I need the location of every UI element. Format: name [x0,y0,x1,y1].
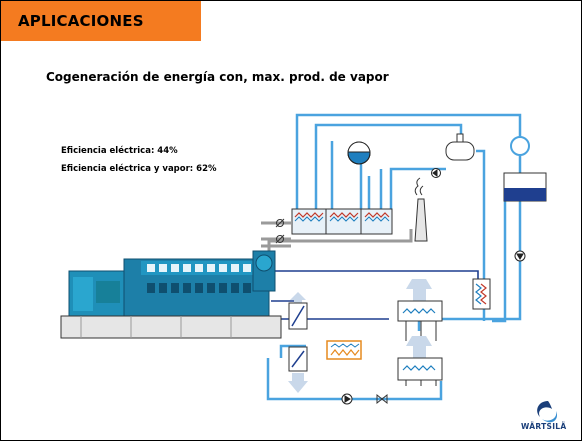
lube-oil-cooler [326,340,362,360]
chimney [414,177,428,242]
cooling-tower-lower [397,336,443,386]
feedwater-tank [503,136,547,202]
heat-exchanger-right [472,278,491,310]
engine-generator [60,250,282,339]
pumps [341,168,526,405]
efficiency-electric-label: Eficiencia eléctrica: 44% [61,146,178,156]
steam-drum [347,141,371,165]
valves [275,218,388,405]
efficiency-electric-steam-label: Eficiencia eléctrica y vapor: 62% [61,164,217,174]
title-bar: APLICACIONES [1,1,201,41]
deaerator [445,133,475,161]
page-title: APLICACIONES [18,12,144,30]
heat-recovery-boiler [291,208,393,235]
cooling-tower-upper [397,279,443,341]
wartsila-logo [537,401,558,423]
charge-air-cooler [288,292,308,393]
wartsila-logo-text: WÄRTSILÄ [521,422,567,431]
slide-subtitle: Cogeneración de energía con, max. prod. … [46,70,389,84]
